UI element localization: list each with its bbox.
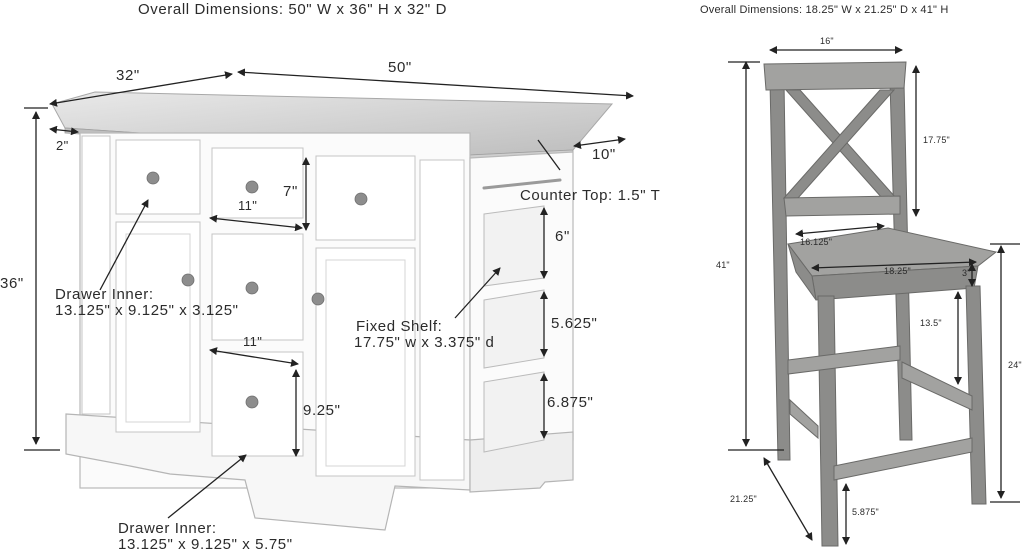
right-door-inset <box>325 259 406 467</box>
stool-back-width-label: 16" <box>820 36 834 46</box>
drawer-inner-2-size: 13.125" x 9.125" x 5.75" <box>118 536 293 553</box>
stool-rung-side <box>901 361 973 411</box>
island-overhang-label: 2" <box>56 138 69 153</box>
drawer-inner-2-label: Drawer Inner: <box>118 520 217 537</box>
kitchen-island <box>51 91 614 531</box>
stool-overall-dimensions: Overall Dimensions: 18.25" W x 21.25" D … <box>700 4 949 16</box>
side-shelf-opening-3 <box>483 371 545 453</box>
shelf-gap-3-label: 6.875" <box>547 394 593 411</box>
side-shelf-opening-2 <box>483 289 545 369</box>
island-depth-label: 32" <box>116 67 140 84</box>
island-right-post <box>419 159 465 481</box>
shelf-gap-1-label: 6" <box>555 228 570 245</box>
knob <box>245 281 259 295</box>
right-door <box>315 247 416 477</box>
drawer-inner-1-size: 13.125" x 9.125" x 3.125" <box>55 302 239 319</box>
stool-rung-front <box>833 437 973 481</box>
island-overall-dimensions: Overall Dimensions: 50" W x 36" H x 32" … <box>138 1 447 18</box>
stool-seat-width-label: 18.25" <box>884 266 911 276</box>
stool-rung-left <box>789 398 819 440</box>
stool-rung-back <box>787 345 901 375</box>
drawer-inner-1-label: Drawer Inner: <box>55 286 154 303</box>
fixed-shelf-label: Fixed Shelf: <box>356 318 442 335</box>
stool-back-height-label: 17.75" <box>923 135 950 145</box>
stool-rung-height-label: 13.5" <box>920 318 942 328</box>
stool-back-lower-rail <box>783 195 901 217</box>
towel-bar <box>482 178 562 190</box>
stool-depth-label: 21.25" <box>730 494 757 504</box>
island-side-overhang-label: 10" <box>592 146 616 163</box>
knob <box>354 192 368 206</box>
knob <box>181 273 195 287</box>
stool-top-rail <box>763 61 907 91</box>
knob <box>311 292 325 306</box>
bar-stool <box>763 61 998 547</box>
knob <box>245 395 259 409</box>
stool-back-leg-left <box>769 81 791 461</box>
knob <box>146 171 160 185</box>
drawer-width-top-label: 11" <box>238 198 257 213</box>
stool-seat-thickness-label: 3" <box>962 268 971 278</box>
knob <box>245 180 259 194</box>
drawer-height-label: 7" <box>283 183 298 200</box>
shelf-gap-2-label: 5.625" <box>551 315 597 332</box>
left-door <box>115 221 201 433</box>
side-shelf-opening-1 <box>483 205 545 287</box>
stool-dimension-lines <box>728 46 1020 545</box>
stool-seat-depth-label: 16.125" <box>800 237 832 247</box>
island-left-post <box>81 135 111 415</box>
stool-foot-label: 5.875" <box>852 507 879 517</box>
stool-front-leg-left <box>817 295 839 547</box>
stool-total-height-label: 41" <box>716 260 730 270</box>
stool-seat-height-label: 24" <box>1008 360 1022 370</box>
stool-seat-side <box>787 243 817 301</box>
island-dimension-lines <box>24 68 634 519</box>
bottom-drawer-height-label: 9.25" <box>303 402 341 419</box>
drawer-width-bottom-label: 11" <box>243 334 262 349</box>
island-height-label: 36" <box>0 275 24 292</box>
left-door-inset <box>125 233 191 423</box>
counter-top-label: Counter Top: 1.5" T <box>520 187 660 204</box>
fixed-shelf-size: 17.75" w x 3.375" d <box>354 334 494 351</box>
island-width-label: 50" <box>388 59 412 76</box>
